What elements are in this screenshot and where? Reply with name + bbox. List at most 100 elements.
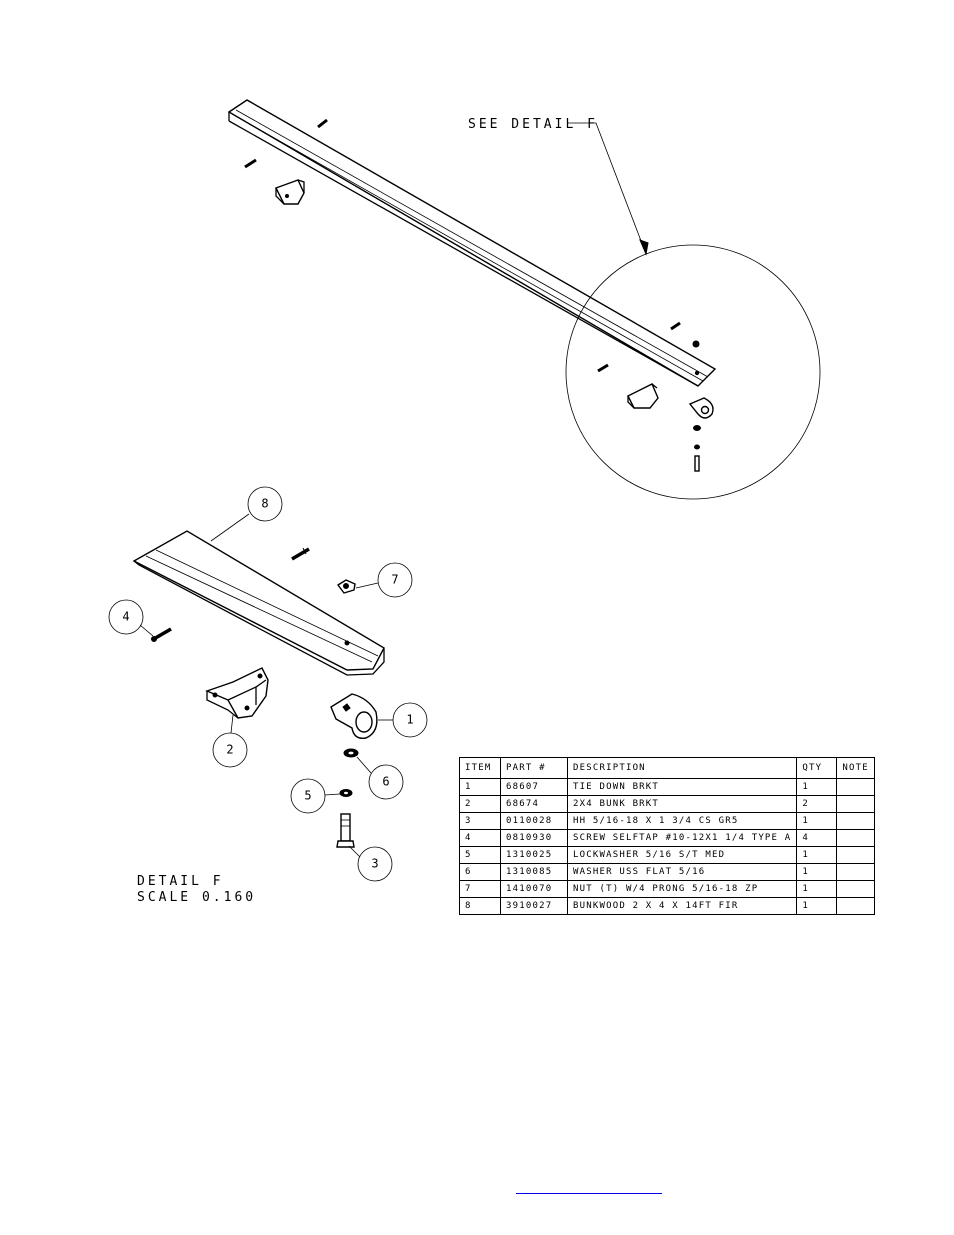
table-row: 1 68607 TIE DOWN BRKT 1 [459, 778, 875, 796]
screw-circle-1 [670, 321, 681, 331]
balloon-7: 7 [355, 562, 413, 598]
bom-note [836, 863, 875, 881]
bom-qty: 1 [796, 897, 838, 915]
bom-col-item: ITEM [459, 757, 501, 779]
svg-text:2: 2 [226, 743, 233, 757]
lockwasher-circle [694, 444, 700, 450]
bom-part: 3910027 [500, 897, 568, 915]
screw-top-2 [244, 158, 257, 169]
bracket-circle [627, 383, 659, 409]
table-row: 3 0110028 HH 5/16-18 X 1 3/4 CS GR5 1 [459, 812, 875, 830]
bom-desc: HH 5/16-18 X 1 3/4 CS GR5 [566, 812, 798, 830]
detail-scale: SCALE 0.160 [137, 890, 256, 905]
svg-text:5: 5 [304, 789, 311, 803]
screw-detail-top [291, 547, 310, 561]
bom-part: 68674 [500, 795, 568, 813]
table-row: 6 1310085 WASHER USS FLAT 5/16 1 [459, 863, 875, 881]
bom-item: 8 [459, 897, 501, 915]
detail-leader [568, 122, 647, 255]
svg-text:1: 1 [406, 713, 413, 727]
leader-arrowhead [639, 239, 649, 256]
bunk-board-full [227, 99, 717, 387]
bom-item: 3 [459, 812, 501, 830]
bom-part: 1310085 [500, 863, 568, 881]
bom-note [836, 897, 875, 915]
washer-circle [693, 425, 701, 431]
hex-bolt-detail [336, 813, 355, 848]
table-row: 7 1410070 NUT (T) W/4 PRONG 5/16-18 ZP 1 [459, 880, 875, 898]
bom-part: 68607 [500, 778, 568, 796]
nut-circle [692, 340, 700, 348]
detail-title: DETAIL F [137, 874, 224, 889]
bom-col-description: DESCRIPTION [566, 757, 798, 779]
bom-part: 0810930 [500, 829, 568, 847]
bom-item: 2 [459, 795, 501, 813]
bunk-board-detail [132, 530, 385, 676]
svg-text:6: 6 [382, 775, 389, 789]
bom-qty: 1 [796, 778, 838, 796]
bom-part: 1310025 [500, 846, 568, 864]
bom-note [836, 846, 875, 864]
bom-col-note: NOTE [836, 757, 875, 779]
balloon-4: 4 [108, 599, 154, 637]
screw-detail-4 [151, 627, 172, 642]
bom-item: 7 [459, 880, 501, 898]
t-nut-detail [336, 579, 356, 594]
table-row: 5 1310025 LOCKWASHER 5/16 S/T MED 1 [459, 846, 875, 864]
see-detail-label: SEE DETAIL F [468, 117, 598, 132]
table-row: 4 0810930 SCREW SELFTAP #10-12X1 1/4 TYP… [459, 829, 875, 847]
bom-qty: 2 [796, 795, 838, 813]
bom-table: ITEM PART # DESCRIPTION QTY NOTE 1 68607… [459, 757, 875, 915]
bom-col-part: PART # [500, 757, 568, 779]
balloon-1: 1 [378, 702, 428, 738]
balloon-2: 2 [212, 714, 248, 768]
screw-top-1 [317, 118, 328, 129]
lockwasher-detail [339, 789, 353, 797]
bom-part: 1410070 [500, 880, 568, 898]
bom-desc: TIE DOWN BRKT [566, 778, 798, 796]
bunk-bracket-top [275, 179, 305, 205]
balloon-3: 3 [348, 845, 393, 882]
table-row: 8 3910027 BUNKWOOD 2 X 4 X 14FT FIR 1 [459, 897, 875, 915]
bom-note [836, 812, 875, 830]
bom-item: 1 [459, 778, 501, 796]
bom-note [836, 778, 875, 796]
tie-down-bracket-detail [330, 693, 378, 739]
bom-qty: 1 [796, 863, 838, 881]
flat-washer-detail [343, 748, 359, 758]
bom-item: 4 [459, 829, 501, 847]
bom-col-qty: QTY [796, 757, 838, 779]
bom-desc: NUT (T) W/4 PRONG 5/16-18 ZP [566, 880, 798, 898]
bom-desc: BUNKWOOD 2 X 4 X 14FT FIR [566, 897, 798, 915]
bom-desc: WASHER USS FLAT 5/16 [566, 863, 798, 881]
svg-text:4: 4 [122, 610, 129, 624]
svg-text:8: 8 [261, 497, 268, 511]
detail-circle [565, 244, 821, 500]
bom-qty: 1 [796, 812, 838, 830]
bom-desc: SCREW SELFTAP #10-12X1 1/4 TYPE A [566, 829, 798, 847]
bom-part: 0110028 [500, 812, 568, 830]
bunk-bracket-detail [205, 667, 269, 719]
bom-qty: 1 [796, 880, 838, 898]
bom-item: 5 [459, 846, 501, 864]
bom-qty: 1 [796, 846, 838, 864]
tie-down-circle [688, 397, 714, 419]
table-row: 2 68674 2X4 BUNK BRKT 2 [459, 795, 875, 813]
balloon-8: 8 [210, 486, 283, 542]
balloon-6: 6 [356, 756, 404, 800]
bom-note [836, 880, 875, 898]
bom-qty: 4 [796, 829, 838, 847]
balloon-5: 5 [290, 778, 341, 814]
svg-text:3: 3 [371, 857, 378, 871]
bom-header-row: ITEM PART # DESCRIPTION QTY NOTE [459, 757, 875, 779]
bolt-circle [694, 455, 700, 472]
bom-desc: 2X4 BUNK BRKT [566, 795, 798, 813]
bom-note [836, 829, 875, 847]
screw-circle-2 [597, 363, 609, 373]
bom-item: 6 [459, 863, 501, 881]
bom-desc: LOCKWASHER 5/16 S/T MED [566, 846, 798, 864]
footer-link[interactable] [516, 1181, 662, 1194]
bom-note [836, 795, 875, 813]
svg-text:7: 7 [391, 573, 398, 587]
